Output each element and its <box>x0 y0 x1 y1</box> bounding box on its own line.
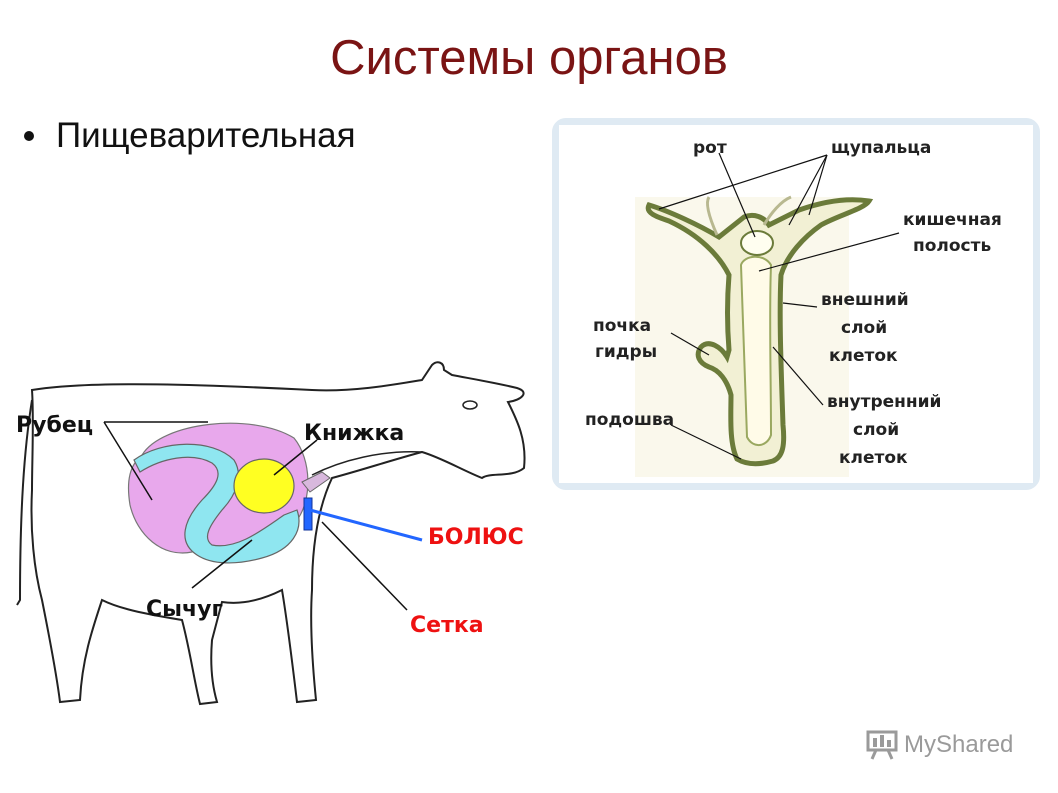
bullet-text: Пищеварительная <box>56 116 356 156</box>
watermark-text: MyShared <box>904 731 1013 759</box>
myshared-watermark: MyShared <box>866 730 1013 760</box>
rumen-label: Рубец <box>16 413 93 438</box>
tentacles-label: щупальца <box>831 138 931 158</box>
outer-label-3: клеток <box>829 346 898 366</box>
gastric-cavity <box>741 257 771 445</box>
bolus-marker <box>304 498 312 530</box>
inner-label-1: внутренний <box>827 392 941 412</box>
bullet-dot-icon <box>24 131 34 141</box>
hydra-svg: рот щупальца кишечная полость внешний сл… <box>559 125 1033 483</box>
bolus-label: БОЛЮС <box>428 525 524 550</box>
sole-label: подошва <box>585 410 674 430</box>
presentation-board-icon <box>866 730 898 760</box>
inner-label-3: клеток <box>839 448 908 468</box>
reticulum-label: Сетка <box>410 613 484 638</box>
bud-label-2: гидры <box>595 342 657 362</box>
outer-label-1: внешний <box>821 290 909 310</box>
outer-label-2: слой <box>841 318 887 338</box>
cow-svg: Рубец Книжка Сычуг БОЛЮС Сетка <box>12 360 552 726</box>
mouth-label: рот <box>693 138 727 158</box>
cavity-label-1: кишечная <box>903 210 1002 230</box>
abomasum-label: Сычуг <box>146 597 223 622</box>
slide-title: Системы органов <box>0 30 1058 86</box>
bullet-item: Пищеварительная <box>24 116 356 156</box>
cow-stomach-diagram: Рубец Книжка Сычуг БОЛЮС Сетка <box>12 360 552 726</box>
hydra-diagram: рот щупальца кишечная полость внешний сл… <box>552 118 1040 490</box>
cavity-label-2: полость <box>913 236 991 256</box>
inner-label-2: слой <box>853 420 899 440</box>
omasum-label: Книжка <box>304 421 404 446</box>
bud-label-1: почка <box>593 316 651 336</box>
bolus-leader <box>310 510 422 540</box>
hydra-mouth <box>741 231 773 255</box>
omasum-organ <box>234 459 294 513</box>
reticulum-leader <box>322 522 407 610</box>
